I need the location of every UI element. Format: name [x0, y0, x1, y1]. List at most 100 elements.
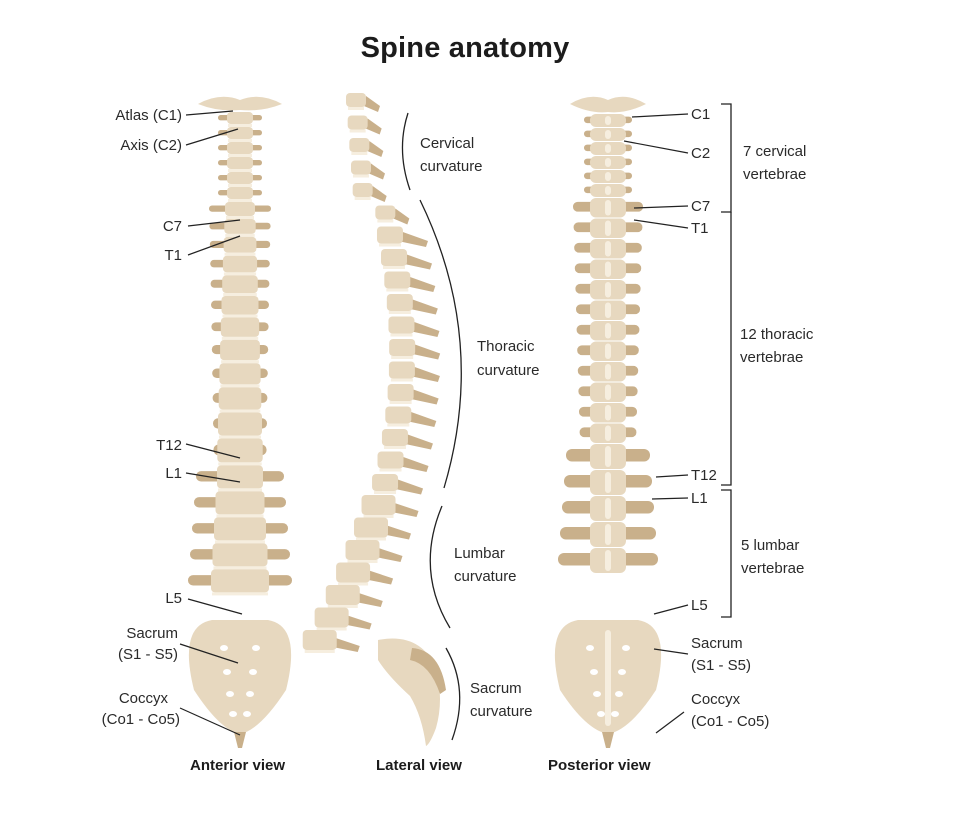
- spinous-process: [605, 472, 611, 493]
- label-posterior-l1: L1: [691, 490, 708, 507]
- sacral-foramen: [590, 669, 598, 675]
- coccyx-shape: [234, 732, 246, 748]
- spinous-process: [409, 366, 440, 382]
- label-posterior-c2: C2: [691, 145, 711, 162]
- spinous-process: [605, 384, 611, 400]
- sacral-foramen: [615, 691, 623, 697]
- spinous-process: [393, 478, 424, 495]
- vertebral-body: [387, 384, 414, 401]
- spinous-process: [605, 282, 611, 298]
- spinous-process: [605, 364, 611, 380]
- sacral-foramen: [249, 669, 257, 675]
- posterior-view-caption: Posterior view: [548, 757, 651, 774]
- sacral-foramen: [618, 669, 626, 675]
- spinous-process: [408, 388, 439, 405]
- sacral-foramen: [229, 711, 237, 717]
- spinous-process: [398, 456, 429, 472]
- intervertebral-disc: [379, 468, 402, 472]
- intervertebral-disc: [219, 435, 261, 439]
- vertebral-body: [346, 93, 366, 107]
- label-anterior-sacrum: Sacrum: [126, 625, 178, 642]
- label-anterior-coccyx-range: (Co1 - Co5): [101, 711, 180, 728]
- label-posterior-c7: C7: [691, 198, 711, 215]
- intervertebral-disc: [386, 288, 409, 292]
- intervertebral-disc: [353, 174, 369, 178]
- intervertebral-disc: [374, 491, 397, 494]
- intervertebral-disc: [228, 184, 252, 187]
- intervertebral-disc: [316, 627, 347, 631]
- spinous-process: [397, 231, 428, 247]
- intervertebral-disc: [218, 488, 262, 492]
- label-anterior-t1: T1: [164, 247, 182, 264]
- spinous-process: [402, 433, 433, 450]
- intervertebral-disc: [356, 537, 387, 541]
- intervertebral-disc: [349, 129, 366, 133]
- label-cervical-group-2: vertebrae: [743, 166, 807, 183]
- intervertebral-disc: [222, 314, 258, 318]
- spinous-process: [605, 261, 611, 277]
- sacral-foramen: [622, 645, 630, 651]
- intervertebral-disc: [391, 356, 414, 359]
- vertebral-body: [222, 275, 258, 293]
- label-cervical-curvature: Cervical: [420, 135, 475, 152]
- sacral-foramen: [597, 711, 605, 717]
- vertebral-body: [220, 339, 260, 361]
- vertebral-body: [345, 540, 380, 560]
- sacral-foramen: [220, 645, 228, 651]
- vertebral-body: [220, 317, 260, 337]
- lateral-curvature-brackets: [401, 112, 462, 741]
- spinous-process: [409, 321, 440, 337]
- intervertebral-disc: [389, 401, 412, 404]
- vertebral-body: [211, 569, 269, 593]
- vertebral-body: [351, 160, 371, 175]
- spinous-process: [406, 411, 437, 427]
- sacrum-shape: [378, 638, 440, 746]
- label-lumbar-curvature-2: curvature: [454, 568, 517, 585]
- spinous-process: [605, 158, 611, 167]
- vertebral-body: [352, 183, 373, 197]
- label-anterior-l5: L5: [165, 590, 182, 607]
- vertebral-body: [227, 187, 253, 199]
- spinous-process: [605, 425, 611, 441]
- intervertebral-disc: [216, 514, 264, 518]
- intervertebral-disc: [363, 515, 394, 518]
- vertebral-body: [218, 412, 262, 436]
- sacral-foramen: [223, 669, 231, 675]
- intervertebral-disc: [225, 233, 255, 237]
- intervertebral-disc: [338, 582, 369, 586]
- spinous-process: [605, 241, 611, 257]
- label-posterior-sacrum: Sacrum: [691, 635, 743, 652]
- intervertebral-disc: [327, 605, 358, 608]
- label-posterior-coccyx: Coccyx: [691, 691, 741, 708]
- spinous-process: [605, 116, 611, 125]
- label-atlas-c1: Atlas (C1): [115, 107, 182, 124]
- spinous-process: [605, 130, 611, 139]
- vertebral-body: [219, 363, 261, 385]
- spinous-process: [605, 550, 611, 571]
- vertebral-body: [225, 202, 255, 216]
- vertebral-body: [325, 585, 360, 605]
- spinous-process: [405, 276, 436, 292]
- vertebral-body: [227, 142, 253, 154]
- label-lumbar-group-2: vertebrae: [741, 560, 805, 577]
- spinous-process: [369, 163, 385, 180]
- label-thoracic-group: 12 thoracic: [740, 326, 814, 343]
- vertebral-body: [212, 543, 268, 567]
- vertebral-body: [224, 219, 256, 234]
- vertebral-body: [218, 387, 262, 410]
- label-anterior-l1: L1: [165, 465, 182, 482]
- spinous-process: [605, 405, 611, 421]
- spinous-process: [605, 186, 611, 195]
- intervertebral-disc: [304, 650, 335, 653]
- lateral-spine: [302, 93, 446, 746]
- vertebral-body: [214, 517, 266, 541]
- intervertebral-disc: [388, 311, 411, 314]
- spinous-process: [605, 200, 611, 216]
- label-lumbar-group: 5 lumbar: [741, 537, 800, 554]
- anterior-view-caption: Anterior view: [190, 757, 286, 774]
- spinous-process: [370, 186, 387, 202]
- vertebral-body: [377, 451, 404, 469]
- label-anterior-t12: T12: [156, 437, 182, 454]
- posterior-group-brackets: [721, 103, 732, 618]
